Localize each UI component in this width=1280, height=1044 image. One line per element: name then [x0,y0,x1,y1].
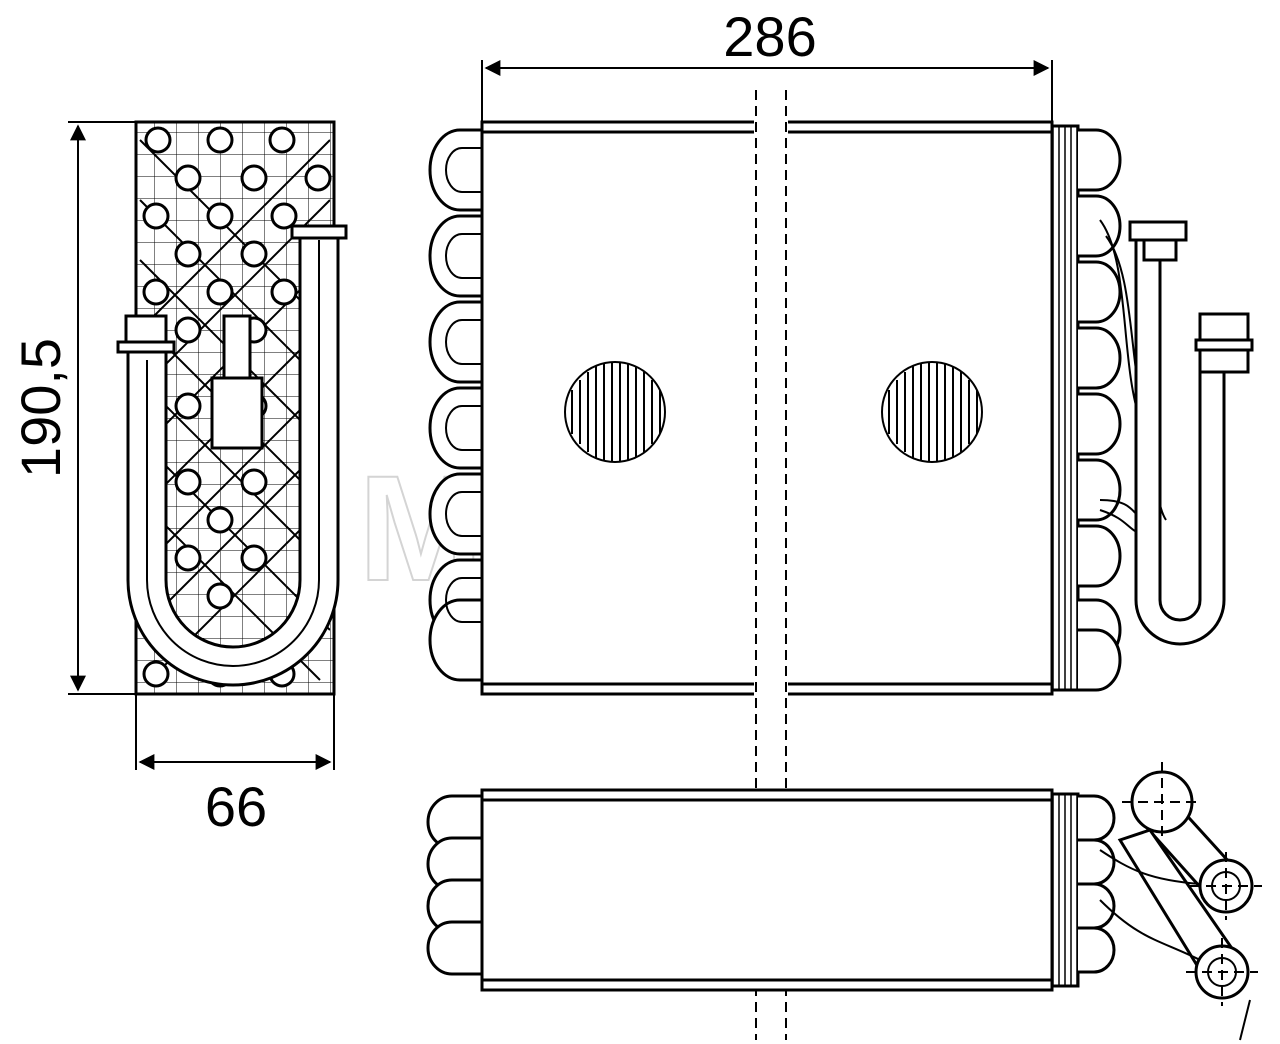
width-dimension [481,60,1053,122]
top-view [426,762,1262,1041]
fin-vents-right [888,362,978,462]
width-dimension-label: 286 [723,5,816,68]
side-view [116,120,348,696]
depth-dimension [135,694,335,770]
height-dimension-label: 190,5 [9,338,72,478]
height-dimension [68,121,136,695]
fin-vents-left [571,362,661,462]
depth-dimension-label: 66 [205,775,267,838]
